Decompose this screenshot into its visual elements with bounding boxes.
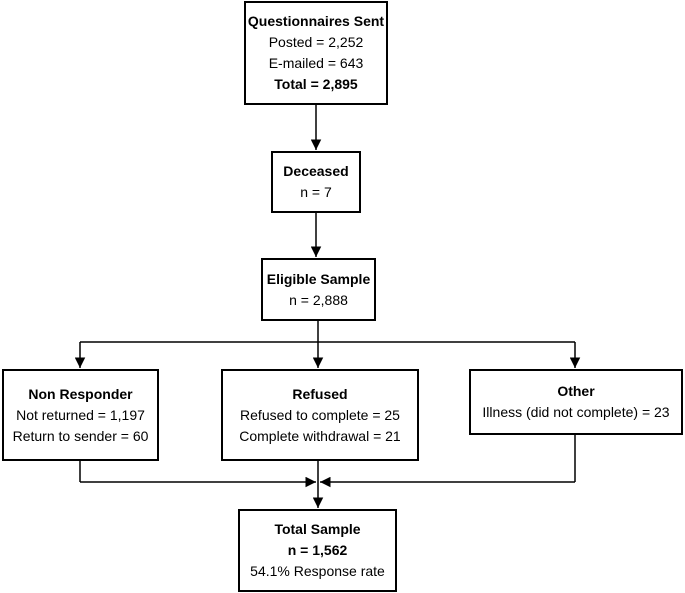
emailed-count: E-mailed = 643 xyxy=(268,55,364,71)
illness-count: Illness (did not complete) = 23 xyxy=(482,404,670,420)
total-sample-count: n = 1,562 xyxy=(287,542,348,558)
eligible-sample-title: Eligible Sample xyxy=(266,270,371,287)
eligible-sample-count: n = 2,888 xyxy=(289,291,348,308)
refused-to-complete-count: Refused to complete = 25 xyxy=(240,406,400,423)
deceased-title: Deceased xyxy=(283,163,349,179)
complete-withdrawal-count: Complete withdrawal = 21 xyxy=(239,427,401,444)
questionnaires-sent-box: Questionnaires Sent Posted = 2,252 E-mai… xyxy=(244,1,388,105)
return-to-sender-count: Return to sender = 60 xyxy=(12,427,149,444)
refused-title: Refused xyxy=(292,385,348,402)
refused-box: Refused Refused to complete = 25 Complet… xyxy=(221,369,419,461)
total-sample-box: Total Sample n = 1,562 54.1% Response ra… xyxy=(238,509,397,592)
other-title: Other xyxy=(557,383,595,399)
sent-total: Total = 2,895 xyxy=(274,76,358,92)
non-responder-box: Non Responder Not returned = 1,197 Retur… xyxy=(2,369,159,461)
other-box: Other Illness (did not complete) = 23 xyxy=(469,369,683,435)
posted-count: Posted = 2,252 xyxy=(268,34,364,50)
total-sample-title: Total Sample xyxy=(274,521,361,537)
deceased-box: Deceased n = 7 xyxy=(271,151,361,213)
non-responder-title: Non Responder xyxy=(28,385,133,402)
not-returned-count: Not returned = 1,197 xyxy=(16,406,145,423)
deceased-count: n = 7 xyxy=(300,184,332,200)
response-rate: 54.1% Response rate xyxy=(250,563,385,579)
questionnaires-sent-title: Questionnaires Sent xyxy=(247,13,385,29)
eligible-sample-box: Eligible Sample n = 2,888 xyxy=(261,258,376,321)
